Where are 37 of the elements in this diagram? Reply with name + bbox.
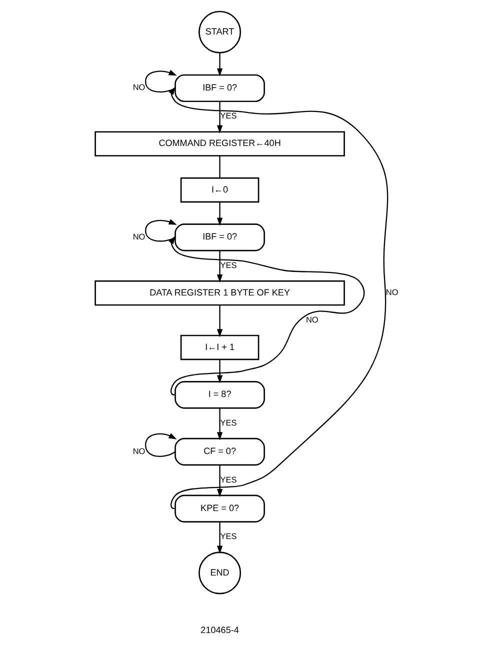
arrow [168,236,364,396]
node-circle: END [198,552,241,594]
arrow [144,70,176,92]
edge-label: YES [220,532,236,542]
node-box: I = 8? [174,381,264,409]
edge-label: YES [220,418,236,428]
arrow [216,52,222,76]
arrow [216,408,222,440]
edge-label: NO [305,315,318,324]
node-box: DATA REGISTER 1 BYTE OF KEY [94,280,344,306]
edge-label: NO [132,446,145,456]
node-box: IBF = 0? [174,224,264,252]
edge-label: YES [220,475,236,484]
edge-label: NO [132,83,145,92]
arrow [216,305,222,338]
node-box: IBF = 0? [174,74,264,102]
connector [218,156,220,178]
arrow [216,465,222,498]
arrow [216,102,222,134]
node-box: CF = 0? [174,438,264,466]
edge-label: NO [132,232,145,242]
arrow [144,433,176,457]
arrow [216,360,222,384]
node-circle: START [198,10,241,54]
arrow [216,202,222,226]
arrow [216,522,222,554]
edge-label: YES [220,112,236,121]
arrow [216,250,222,283]
node-box: I←0 [180,177,259,203]
node-box: COMMAND REGISTER←40H [94,131,344,156]
node-box: KPE = 0? [174,494,264,522]
edge-label: NO [385,288,398,298]
node-box: I←I + 1 [180,334,259,360]
edge-label: YES [220,260,236,270]
arrow [144,219,176,242]
arrow [168,86,388,509]
label: 210465-4 [200,624,238,635]
